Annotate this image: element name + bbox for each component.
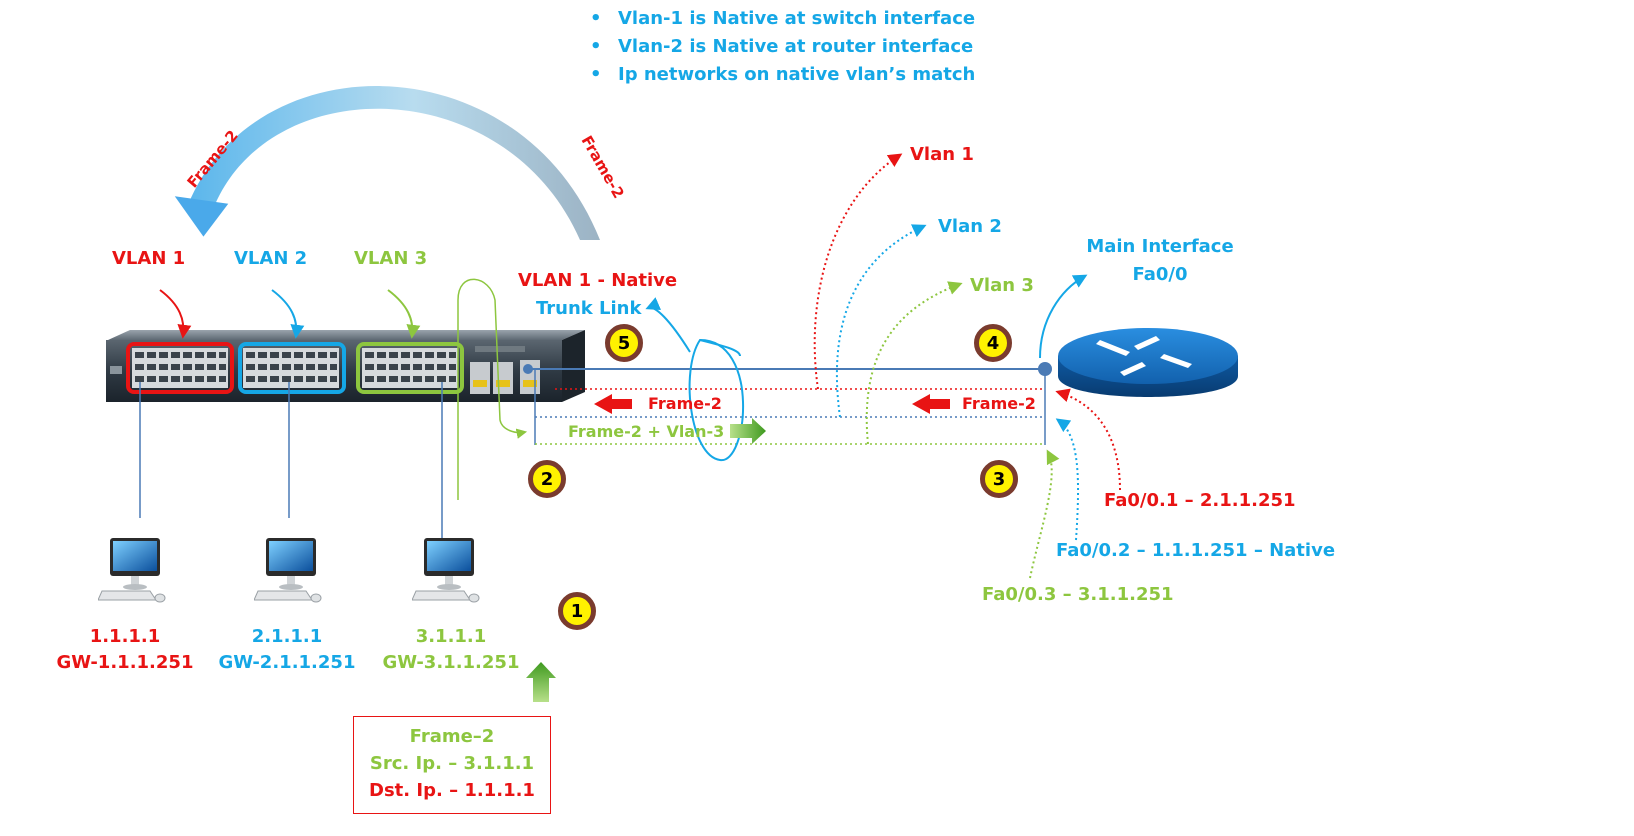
frame-box-title: Frame–2 <box>409 726 495 747</box>
step-badge-3: 3 <box>980 460 1018 498</box>
router <box>1058 328 1238 397</box>
frame-info-box: Frame–2 Src. Ip. – 3.1.1.1 Dst. Ip. – 1.… <box>353 716 551 814</box>
subint-fa02-label: Fa0/0.2 – 1.1.1.251 – Native <box>1056 540 1336 561</box>
note-1: Vlan-1 is Native at switch interface <box>590 5 975 33</box>
subint-vlan1-label: Vlan 1 <box>910 144 974 165</box>
vlan2-port-group <box>238 342 346 394</box>
frame-loop-arrow <box>174 86 600 240</box>
main-interface-label: Main Interface <box>1086 236 1234 257</box>
frame-right-arrow <box>912 394 950 414</box>
frame-box-dst: Dst. Ip. – 1.1.1.1 <box>369 780 535 801</box>
frame-up-arrow <box>526 662 556 702</box>
subint-fa03-label: Fa0/0.3 – 3.1.1.251 <box>982 584 1174 605</box>
host-2-pc-icon <box>254 537 322 603</box>
subint-fa01-label: Fa0/0.1 – 2.1.1.251 <box>1104 490 1296 511</box>
subint-vlan3-label: Vlan 3 <box>970 275 1034 296</box>
host-1-gw: GW-1.1.1.251 <box>56 652 194 673</box>
step-badge-4: 4 <box>974 324 1012 362</box>
frame-box-src: Src. Ip. – 3.1.1.1 <box>369 753 535 774</box>
host-2-gw: GW-2.1.1.251 <box>218 652 356 673</box>
host-2-ip: 2.1.1.1 <box>251 626 323 647</box>
frame-green-label: Frame-2 + Vlan-3 <box>568 422 725 441</box>
vlan3-label: VLAN 3 <box>354 248 428 269</box>
step-badge-5: 5 <box>605 324 643 362</box>
vlan1-label: VLAN 1 <box>112 248 186 269</box>
frame-right-label: Frame-2 <box>962 394 1036 413</box>
host-1-pc-icon <box>98 537 166 603</box>
note-3: Ip networks on native vlan’s match <box>590 61 975 89</box>
frame-left-label: Frame-2 <box>648 394 722 413</box>
frame-green-arrow <box>730 418 766 444</box>
trunk-link-label: Trunk Link <box>536 298 642 319</box>
step-badge-1: 1 <box>558 592 596 630</box>
frame-left-arrow <box>594 394 632 414</box>
vlan2-label: VLAN 2 <box>234 248 308 269</box>
step-badge-2: 2 <box>528 460 566 498</box>
host-3-ip: 3.1.1.1 <box>415 626 487 647</box>
host-1-ip: 1.1.1.1 <box>89 626 161 647</box>
native-vlan-label: VLAN 1 - Native <box>518 270 678 291</box>
vlan3-port-group <box>356 342 464 394</box>
host-3-gw: GW-3.1.1.251 <box>382 652 520 673</box>
main-interface-name: Fa0/0 <box>1132 264 1188 285</box>
host-3-pc-icon <box>412 537 480 603</box>
notes-list: Vlan-1 is Native at switch interface Vla… <box>590 5 975 89</box>
subint-vlan2-label: Vlan 2 <box>938 216 1002 237</box>
vlan1-port-group <box>126 342 234 394</box>
note-2: Vlan-2 is Native at router interface <box>590 33 975 61</box>
